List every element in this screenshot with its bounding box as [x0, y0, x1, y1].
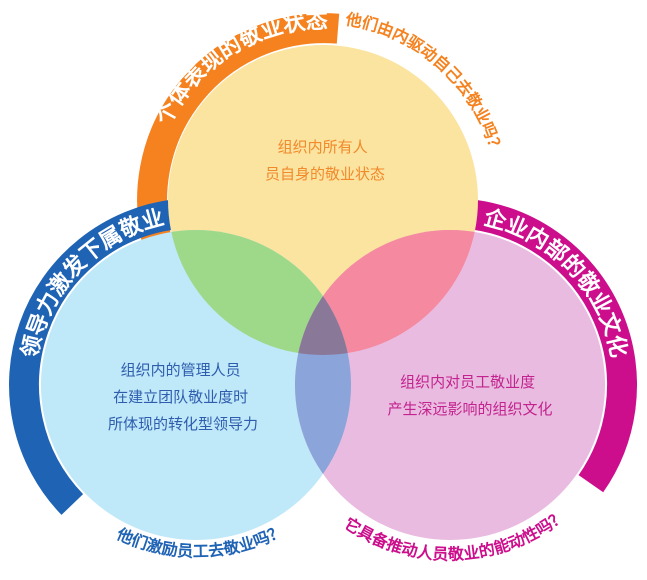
right-description-line: 产生深远影响的组织文化	[387, 400, 552, 418]
top-description-line: 员自身的敬业状态	[265, 165, 385, 183]
top-right-overlap	[295, 230, 478, 355]
culture-band	[471, 199, 638, 493]
left-description-line: 所体现的转化型领导力	[108, 415, 258, 433]
leadership-band	[9, 199, 177, 515]
top-description: 组织内所有人 员自身的敬业状态	[265, 138, 385, 183]
top-left-overlap	[168, 230, 351, 355]
left-description-line: 组织内的管理人员	[121, 361, 241, 379]
right-description-line: 组织内对员工敬业度	[400, 373, 535, 391]
left-description: 组织内的管理人员 在建立团队敬业度时 所体现的转化型领导力	[108, 361, 258, 433]
individual-engagement-band	[137, 13, 340, 251]
left-description-line: 在建立团队敬业度时	[113, 388, 248, 406]
top-description-line: 组织内所有人	[278, 138, 368, 156]
right-description: 组织内对员工敬业度 产生深远影响的组织文化	[387, 373, 552, 418]
